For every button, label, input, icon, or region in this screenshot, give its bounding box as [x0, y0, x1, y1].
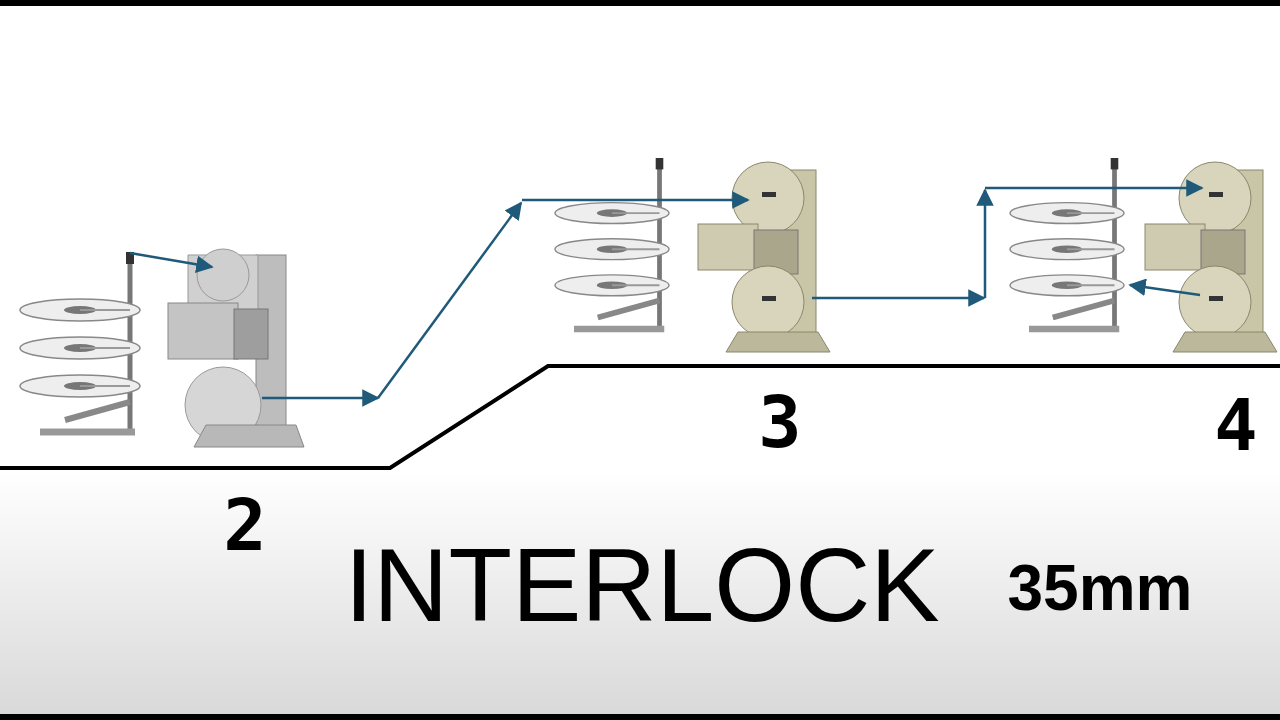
- platter: [1010, 158, 1124, 329]
- top-bar: [0, 0, 1280, 6]
- platter: [555, 158, 669, 329]
- step-number: 2: [223, 489, 266, 561]
- format-text: 35mm: [1008, 556, 1193, 620]
- film-path: [130, 188, 1202, 398]
- step-number: 3: [758, 386, 801, 458]
- bottom-bar: [0, 714, 1280, 720]
- projector: [1145, 162, 1277, 352]
- floor-shade: [0, 470, 1280, 715]
- title-text: INTERLOCK: [344, 533, 939, 637]
- projector: [698, 162, 830, 352]
- platter: [20, 252, 140, 432]
- step-number: 4: [1214, 389, 1257, 461]
- projector: [168, 249, 304, 447]
